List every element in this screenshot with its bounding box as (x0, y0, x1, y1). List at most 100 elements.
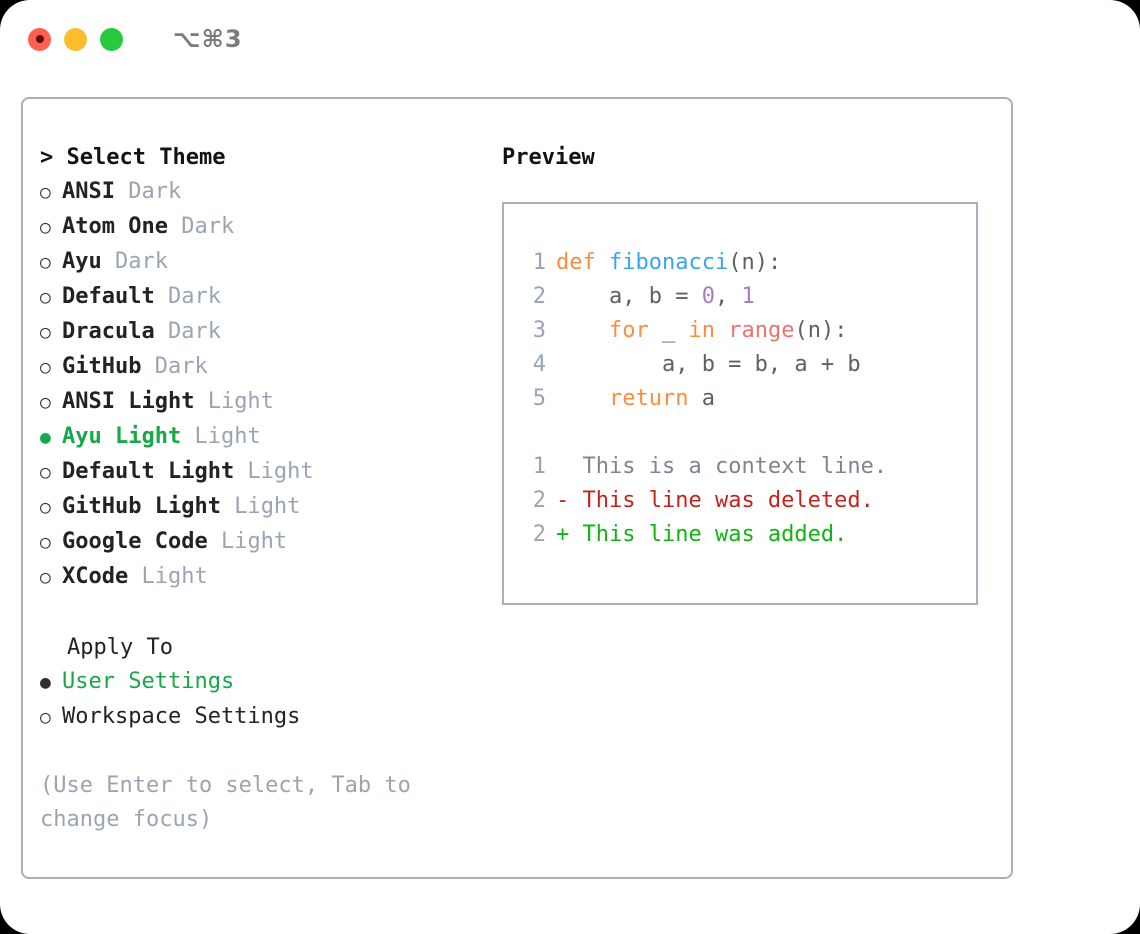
diff-marker: + (556, 522, 583, 547)
radio-unselected-icon: ○ (40, 322, 51, 343)
radio-unselected-icon: ○ (40, 532, 51, 553)
radio-unselected-icon: ○ (40, 287, 51, 308)
code-token: a (688, 386, 715, 411)
theme-variant-label: Dark (141, 354, 208, 379)
title-bar: ⌥⌘3 (0, 0, 1140, 78)
theme-list-item[interactable]: ○XCode Light (40, 560, 480, 595)
radio-unselected-icon: ○ (40, 392, 51, 413)
diff-line-number: 2 (532, 488, 546, 513)
theme-list-item[interactable]: ○ ANSI Dark (40, 175, 480, 210)
theme-name: Dracula (62, 319, 155, 344)
code-token: _ (648, 318, 689, 343)
maximize-button[interactable] (100, 27, 123, 51)
diff-line-number: 1 (532, 454, 546, 479)
apply-to-option[interactable]: ● User Settings (40, 665, 480, 700)
theme-list-item[interactable]: ○Default Dark (40, 280, 480, 315)
radio-selected-icon: ● (40, 672, 51, 693)
preview-title: Preview (502, 145, 595, 170)
theme-variant-label: Light (207, 529, 288, 554)
code-token: return (608, 386, 689, 411)
apply-to-option-label: Workspace Settings (62, 704, 301, 729)
code-line: 4 a, b = b, a + b (516, 348, 972, 382)
theme-list-item[interactable]: ○ Dracula Dark (40, 315, 480, 350)
diff-text: This line was deleted. (582, 488, 874, 513)
apply-to-option-label: User Settings (62, 669, 235, 694)
theme-name: ANSI (62, 179, 115, 204)
keyboard-hint-text: (Use Enter to select, Tab to change focu… (40, 773, 411, 832)
code-diff-separator (516, 416, 972, 450)
theme-name: Ayu (62, 249, 102, 274)
theme-name: XCode (62, 564, 129, 589)
code-line: 5 return a (516, 382, 972, 416)
diff-line-text: - This line was deleted. (556, 484, 874, 518)
code-line: 1 def fibonacci(n): (516, 246, 972, 280)
code-token (556, 386, 609, 411)
code-line-text: return a (556, 382, 715, 416)
code-line: 2 a, b = 0, 1 (516, 280, 972, 314)
close-button[interactable] (28, 27, 51, 51)
page-title-text: Select Theme (66, 145, 226, 170)
code-line-number: 4 (532, 352, 546, 377)
theme-list-item[interactable]: ○Default Light Light (40, 455, 480, 490)
radio-unselected-icon: ○ (40, 217, 51, 238)
theme-variant-label: Dark (154, 319, 221, 344)
apply-to-option[interactable]: ○ Workspace Settings (40, 700, 480, 735)
theme-list-item[interactable]: ○GitHub Light Light (40, 490, 480, 525)
code-token: fibonacci (608, 250, 729, 275)
code-token (715, 318, 728, 343)
traffic-light-group (28, 27, 123, 51)
diff-line-text: This is a context line. (556, 450, 888, 484)
radio-unselected-icon: ○ (40, 707, 51, 728)
code-line-number: 1 (532, 250, 546, 275)
keyboard-shortcut-label: ⌥⌘3 (173, 25, 243, 53)
theme-variant-label: Light (181, 424, 261, 449)
theme-name: GitHub (62, 354, 142, 379)
code-token: a, b = b, a + b (556, 352, 861, 377)
radio-unselected-icon: ○ (40, 567, 51, 588)
theme-variant-label: Dark (114, 179, 182, 204)
theme-list-item[interactable]: ○Atom One Dark (40, 210, 480, 245)
theme-variant-label: Light (220, 494, 301, 519)
theme-list-item[interactable]: ○Ayu Dark (40, 245, 480, 280)
diff-marker (556, 454, 583, 479)
code-token: range (728, 318, 795, 343)
diff-line: 1 This is a context line. (516, 450, 972, 484)
radio-unselected-icon: ○ (40, 252, 51, 273)
theme-name: Default (62, 284, 155, 309)
diff-line-text: + This line was added. (556, 518, 847, 552)
theme-variant-label: Light (194, 389, 274, 414)
apply-to-list: ● User Settings ○ Workspace Settings (40, 665, 480, 735)
theme-name: Ayu Light (62, 424, 182, 449)
theme-list: ○ANSI Dark○Atom One Dark○Ayu Dark○Defaul… (40, 175, 480, 595)
code-line-text: for _ in range(n): (556, 314, 847, 348)
theme-variant-label: Dark (167, 214, 235, 239)
code-token: 0 (701, 284, 715, 309)
theme-name: Default Light (62, 459, 235, 484)
minimize-button[interactable] (64, 27, 87, 51)
code-token (556, 318, 609, 343)
diff-marker: - (556, 488, 583, 513)
theme-list-item[interactable]: ○ Google Code Light (40, 525, 480, 560)
theme-selector-column: > Select Theme ○ANSI Dark○Atom One Dark○… (40, 141, 480, 837)
theme-list-item[interactable]: ○GitHub Dark (40, 350, 480, 385)
code-line: 3 for _ in range(n): (516, 314, 972, 348)
diff-text: This is a context line. (582, 454, 888, 479)
page-title: > Select Theme (40, 141, 480, 175)
code-token: 1 (741, 284, 755, 309)
theme-list-item[interactable]: ○ANSI Light Light (40, 385, 480, 420)
radio-unselected-icon: ○ (40, 182, 51, 203)
diff-line-number: 2 (532, 522, 546, 547)
diff-line: 2- This line was deleted. (516, 484, 972, 518)
code-token: in (688, 318, 715, 343)
code-line-text: a, b = b, a + b (556, 348, 861, 382)
apply-to-section: Apply To ●User Settings○Workspace Settin… (40, 631, 480, 735)
theme-list-item[interactable]: ●Ayu Light Light (40, 420, 480, 455)
theme-name: Google Code (62, 529, 208, 554)
radio-unselected-icon: ○ (40, 497, 51, 518)
code-token: (n): (728, 250, 782, 275)
code-token: def (556, 250, 609, 275)
